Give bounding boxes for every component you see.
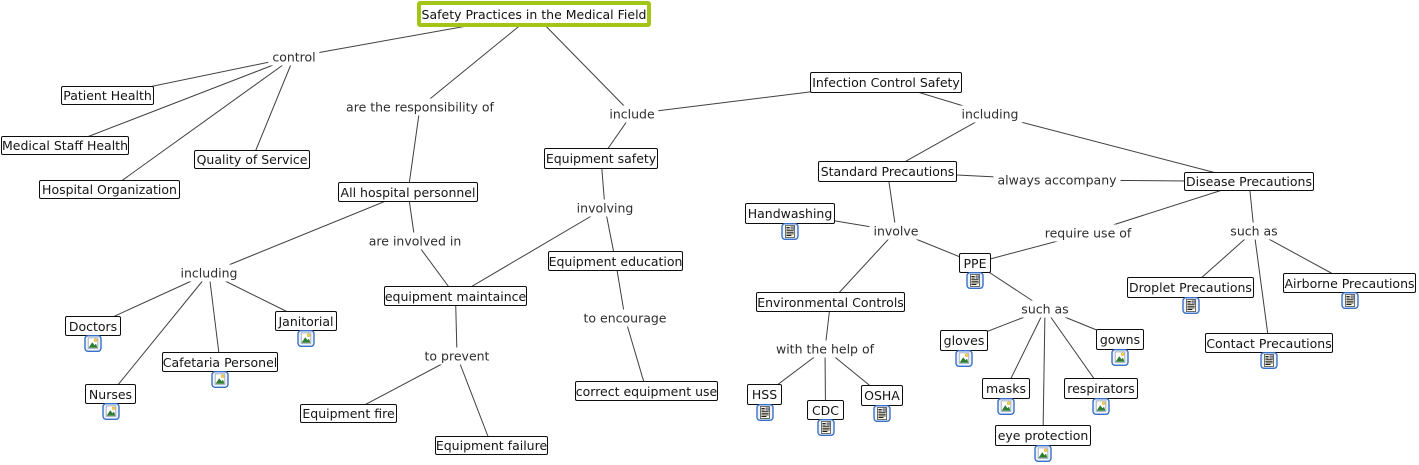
node-hospital-organization[interactable]: Hospital Organization	[39, 180, 180, 199]
node-droplet-precautions[interactable]: Droplet Precautions	[1127, 277, 1254, 298]
webpage-resource-icon[interactable]	[781, 223, 799, 240]
node-equipment-maintaince[interactable]: equipment maintaince	[384, 286, 527, 306]
node-doctors[interactable]: Doctors	[65, 316, 121, 336]
edge-are-the-responsibility-of--all-hospital-personnel	[407, 106, 421, 193]
image-resource-icon[interactable]	[297, 330, 315, 347]
edge-including-left--cafetaria-personel	[208, 272, 221, 363]
edge-control--hospital-organization	[109, 56, 295, 190]
image-resource-icon[interactable]	[1034, 445, 1052, 462]
node-gowns[interactable]: gowns	[1096, 329, 1144, 350]
image-resource-icon[interactable]	[1111, 349, 1129, 366]
image-resource-icon[interactable]	[101, 403, 120, 420]
link-to-prevent[interactable]: to prevent	[420, 347, 494, 365]
link-including-left[interactable]: including	[176, 264, 242, 282]
edge-such-as-mid--masks	[1005, 308, 1046, 389]
edge-root--are-the-responsibility-of	[419, 13, 535, 108]
edge-such-as-right--contact-precautions	[1253, 230, 1270, 344]
edge-to-encourage--correct-equipment-use	[624, 317, 647, 392]
link-including-right[interactable]: including	[957, 105, 1023, 123]
link-require-use-of[interactable]: require use of	[1040, 224, 1136, 242]
edge-involve--environmental-controls	[830, 230, 897, 303]
edge-with-the-help-of--cdc	[824, 348, 826, 411]
node-infection-control-safety[interactable]: Infection Control Safety	[810, 72, 962, 93]
node-masks[interactable]: masks	[982, 378, 1030, 399]
webpage-resource-icon[interactable]	[966, 272, 984, 289]
node-environmental-controls[interactable]: Environmental Controls	[756, 292, 905, 312]
webpage-resource-icon[interactable]	[755, 404, 774, 421]
node-equipment-fire[interactable]: Equipment fire	[300, 404, 397, 423]
image-resource-icon[interactable]	[84, 335, 102, 352]
image-resource-icon[interactable]	[1092, 398, 1110, 415]
node-gloves[interactable]: gloves	[940, 330, 988, 351]
link-involving[interactable]: involving	[572, 199, 638, 217]
image-resource-icon[interactable]	[955, 350, 973, 367]
node-medical-staff-health[interactable]: Medical Staff Health	[1, 136, 129, 155]
node-equipment-safety[interactable]: Equipment safety	[544, 148, 658, 169]
webpage-resource-icon[interactable]	[873, 405, 891, 422]
node-root[interactable]: Safety Practices in the Medical Field	[417, 1, 651, 27]
webpage-resource-icon[interactable]	[1260, 352, 1278, 369]
node-osha[interactable]: OSHA	[861, 385, 903, 406]
node-eye-protection[interactable]: eye protection	[995, 425, 1091, 446]
link-such-as-right[interactable]: such as	[1226, 222, 1282, 240]
link-are-involved-in[interactable]: are involved in	[364, 232, 466, 250]
webpage-resource-icon[interactable]	[1181, 297, 1200, 314]
node-nurses[interactable]: Nurses	[85, 384, 136, 404]
node-quality-of-service[interactable]: Quality of Service	[194, 150, 310, 169]
edge-all-hospital-personnel--including-left	[208, 191, 409, 274]
edge-root--include	[533, 13, 633, 115]
edge-equipment-maintaince--to-prevent	[455, 295, 458, 357]
node-hss[interactable]: HSS	[747, 384, 782, 405]
edge-to-prevent--equipment-fire	[348, 355, 458, 414]
edge-such-as-mid--eye-protection	[1042, 308, 1046, 436]
node-ppe[interactable]: PPE	[959, 253, 991, 273]
edge-including-right--disease-precautions	[989, 113, 1250, 182]
node-correct-equipment-use[interactable]: correct equipment use	[575, 381, 718, 401]
link-always-accompany[interactable]: always accompany	[993, 171, 1121, 189]
edge-control--medical-staff-health	[64, 56, 295, 146]
node-all-hospital-personnel[interactable]: All hospital personnel	[338, 182, 478, 202]
link-involve[interactable]: involve	[869, 222, 923, 240]
node-patient-health[interactable]: Patient Health	[61, 86, 154, 105]
node-respirators[interactable]: respirators	[1064, 378, 1138, 399]
image-resource-icon[interactable]	[211, 371, 229, 388]
node-cdc[interactable]: CDC	[807, 400, 844, 420]
link-to-encourage[interactable]: to encourage	[579, 309, 671, 327]
webpage-resource-icon[interactable]	[1340, 292, 1359, 309]
node-contact-precautions[interactable]: Contact Precautions	[1205, 333, 1333, 353]
node-disease-precautions[interactable]: Disease Precautions	[1184, 172, 1314, 191]
link-control[interactable]: control	[268, 48, 320, 66]
link-such-as-mid[interactable]: such as	[1017, 300, 1073, 318]
node-airborne-precautions[interactable]: Airborne Precautions	[1283, 273, 1416, 293]
node-equipment-education[interactable]: Equipment education	[548, 251, 683, 271]
edge-to-prevent--equipment-failure	[456, 355, 492, 446]
image-resource-icon[interactable]	[997, 398, 1015, 415]
link-include[interactable]: include	[605, 105, 659, 123]
link-with-the-help-of[interactable]: with the help of	[771, 340, 879, 358]
edge-such-as-mid--respirators	[1044, 308, 1102, 389]
node-janitorial[interactable]: Janitorial	[275, 311, 337, 331]
node-handwashing[interactable]: Handwashing	[745, 203, 835, 224]
edge-including-left--nurses	[110, 272, 210, 395]
edge-involving--equipment-maintaince	[455, 207, 606, 297]
node-equipment-failure[interactable]: Equipment failure	[435, 436, 548, 455]
webpage-resource-icon[interactable]	[816, 419, 835, 436]
node-standard-precautions[interactable]: Standard Precautions	[818, 161, 957, 182]
link-are-the-responsibility-of[interactable]: are the responsibility of	[342, 98, 498, 116]
node-cafetaria-personel[interactable]: Cafetaria Personel	[162, 352, 278, 372]
edge-control--quality-of-service	[251, 56, 295, 160]
